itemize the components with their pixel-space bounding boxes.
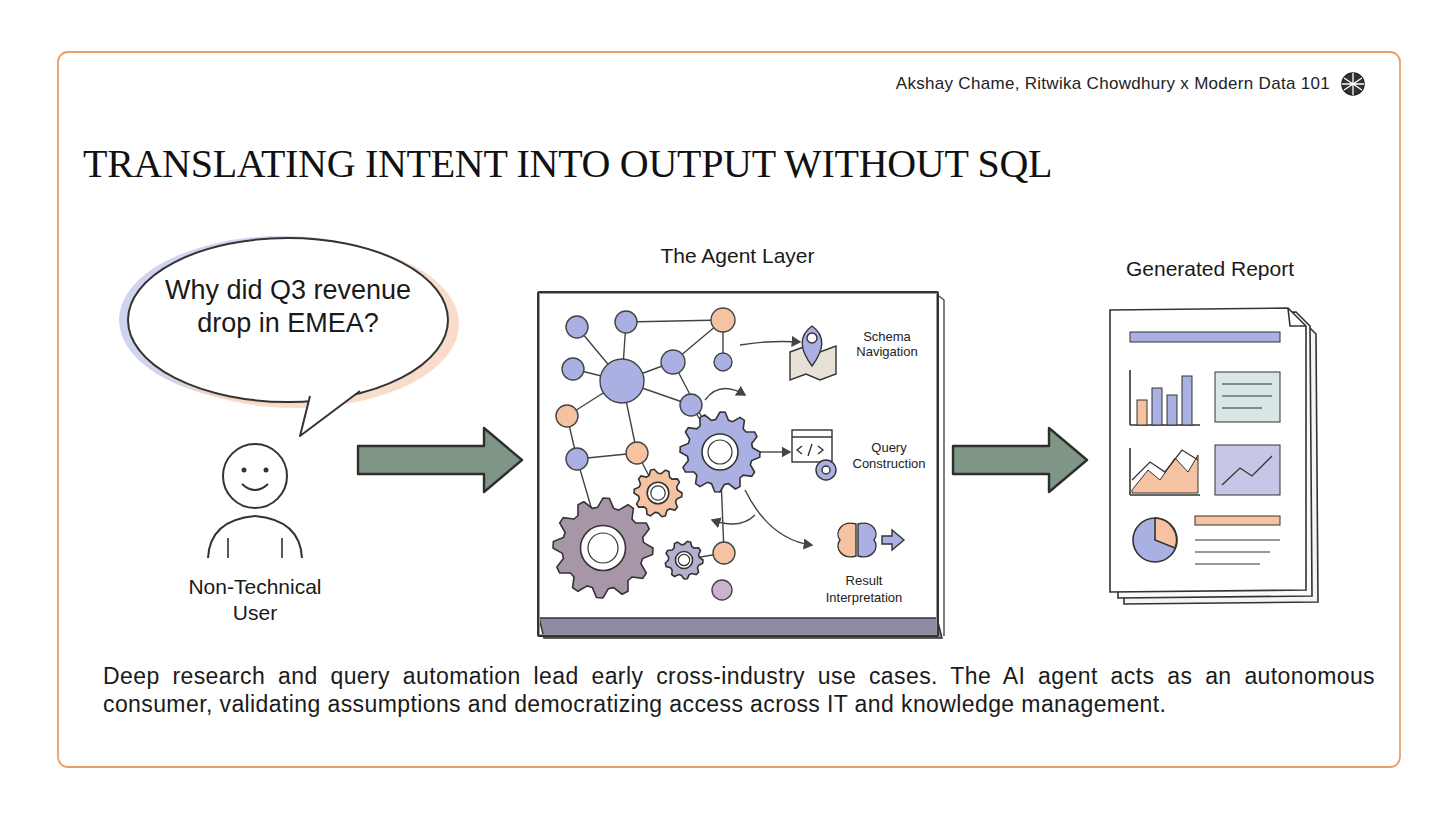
gear-hub [702,434,738,470]
person-eye [264,468,269,473]
gear-hub [708,440,732,464]
code-window-icon [792,430,836,480]
block-arrow [358,428,522,492]
gear-hub [675,551,692,568]
block-arrow [953,428,1087,492]
bubble-ellipse [128,238,448,402]
agent-layer-box: The Agent Layer [530,243,945,643]
user-figure: Non-Technical User [160,440,350,628]
person-head [223,444,287,508]
brain-icon [838,523,904,557]
step-label: Query Construction [842,440,936,472]
gear-hub [678,554,689,565]
report-node: Generated Report [1095,256,1325,608]
person-eye [242,468,247,473]
title: TRANSLATING INTENT INTO OUTPUT WITHOUT S… [83,140,1052,187]
person-smile [242,484,268,490]
map-pin-icon [790,326,836,380]
gear-hub [581,526,626,571]
person-body [208,516,302,558]
bubble-tail [300,391,360,436]
gear [553,498,653,598]
gear [634,469,682,516]
person-arms [228,538,282,558]
speech-bubble: Why did Q3 revenue drop in EMEA? [122,228,454,440]
gear [680,412,760,492]
node-heading: Generated Report [1095,256,1325,282]
gear-hub [651,486,665,500]
node-label: Non-Technical User [180,574,330,626]
logo-icon [1342,73,1364,95]
agent-box-outline [537,291,939,637]
frame-border [58,52,1400,767]
network-nodes [556,308,735,600]
person-icon [160,440,350,565]
step-label: Schema Navigation [848,329,926,359]
gear-hub [647,482,669,504]
agent-box-base [539,296,944,638]
step-label: Result Interpretation [806,572,922,606]
gear [665,541,703,579]
caption: Deep research and query automation lead … [103,662,1375,718]
report-document [1110,308,1318,604]
node-heading: The Agent Layer [530,243,945,269]
bubble-text: Why did Q3 revenue drop in EMEA? [152,274,424,340]
author-credit: Akshay Chame, Ritwika Chowdhury x Modern… [700,74,1330,94]
gear-hub [588,533,618,563]
gear-group [553,412,760,598]
